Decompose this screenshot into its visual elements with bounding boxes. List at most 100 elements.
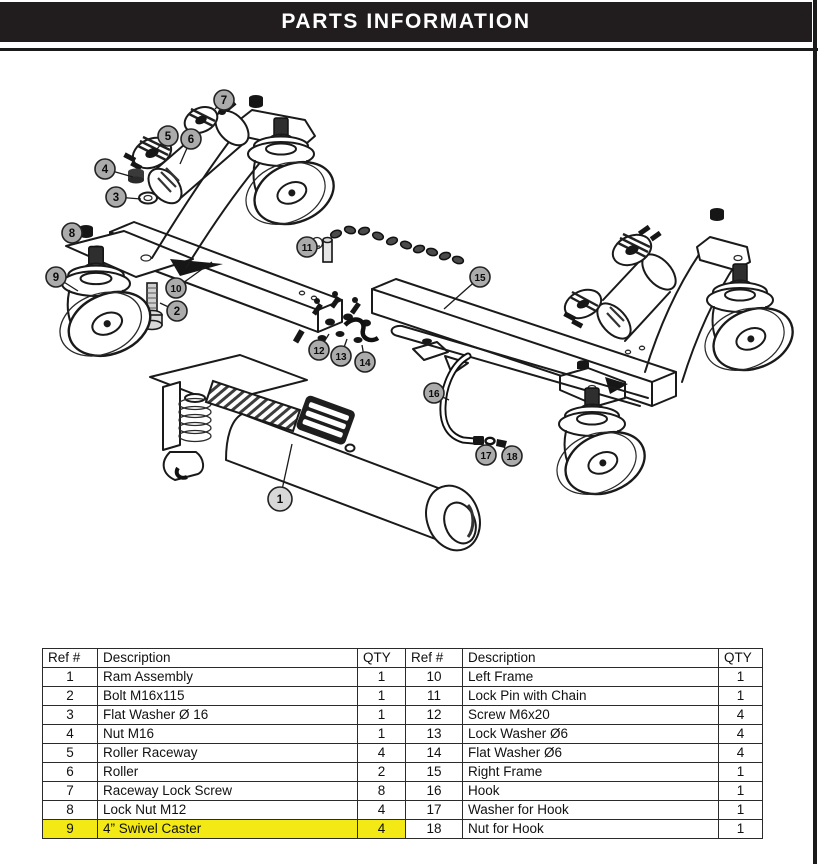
description-cell: Roller Raceway	[97, 743, 358, 763]
page-title: PARTS INFORMATION	[281, 10, 531, 33]
ref-cell: 1	[42, 667, 98, 687]
svg-text:1: 1	[277, 494, 284, 506]
callout-balloon-8	[61, 222, 83, 244]
ref-cell: 4	[42, 724, 98, 744]
description-cell: Nut for Hook	[462, 819, 719, 839]
flat-washer-icon	[138, 191, 158, 205]
ref-cell: 9	[42, 819, 98, 839]
callout-balloon-6	[180, 128, 202, 150]
ref-cell: 14	[405, 743, 463, 763]
nut-m16-icon	[128, 168, 144, 184]
callout-balloon-18	[501, 445, 523, 467]
svg-text:10: 10	[170, 284, 182, 295]
svg-text:4: 4	[102, 164, 109, 176]
arm-nut-icon	[249, 95, 263, 108]
description-cell: Bolt M16x115	[97, 686, 358, 706]
svg-text:5: 5	[165, 131, 172, 143]
description-cell: Right Frame	[462, 762, 719, 782]
col-header-desc-left: Description	[97, 648, 358, 668]
description-cell: Washer for Hook	[462, 800, 719, 820]
callout-balloon-16	[423, 382, 445, 404]
ref-cell: 18	[405, 819, 463, 839]
description-cell: Roller	[97, 762, 358, 782]
qty-cell: 1	[718, 686, 763, 706]
svg-text:2: 2	[174, 306, 180, 318]
ram-assembly	[149, 354, 481, 552]
callout-balloon-15	[469, 266, 491, 288]
svg-text:8: 8	[69, 228, 76, 240]
ref-cell: 8	[42, 800, 98, 820]
description-cell: Lock Pin with Chain	[462, 686, 719, 706]
svg-text:3: 3	[113, 192, 119, 204]
ref-cell: 6	[42, 762, 98, 782]
qty-cell: 1	[357, 667, 406, 687]
description-cell: Lock Washer Ø6	[462, 724, 719, 744]
qty-cell: 4	[718, 705, 763, 725]
qty-cell: 8	[357, 781, 406, 801]
qty-cell: 4	[718, 743, 763, 763]
svg-text:6: 6	[188, 134, 194, 146]
svg-text:17: 17	[480, 451, 492, 462]
description-cell: Screw M6x20	[462, 705, 719, 725]
qty-cell: 1	[357, 705, 406, 725]
roller-right	[596, 251, 677, 342]
qty-cell: 1	[718, 762, 763, 782]
header-rule	[0, 48, 818, 51]
qty-cell: 1	[357, 724, 406, 744]
svg-text:12: 12	[313, 346, 325, 357]
header-bar: PARTS INFORMATION	[0, 2, 812, 42]
callout-balloon-5	[157, 125, 179, 147]
col-header-desc-right: Description	[462, 648, 719, 668]
svg-text:13: 13	[335, 352, 347, 363]
col-header-ref-left: Ref #	[42, 648, 98, 668]
roller-raceway-left	[123, 100, 237, 171]
right-frame	[371, 208, 751, 407]
callout-balloon-10	[165, 277, 187, 299]
callout-balloon-9	[45, 266, 67, 288]
ref-cell: 13	[405, 724, 463, 744]
description-cell: Raceway Lock Screw	[97, 781, 358, 801]
col-header-qty-left: QTY	[357, 648, 406, 668]
qty-cell: 1	[718, 667, 763, 687]
col-header-qty-right: QTY	[718, 648, 763, 668]
svg-text:9: 9	[53, 272, 59, 284]
svg-text:15: 15	[474, 273, 486, 284]
page-right-border	[813, 0, 817, 864]
hook	[439, 352, 507, 448]
callout-balloon-13	[330, 345, 352, 367]
qty-cell: 4	[718, 724, 763, 744]
ref-cell: 12	[405, 705, 463, 725]
ref-cell: 15	[405, 762, 463, 782]
callout-balloon-14	[354, 351, 376, 373]
description-cell: Lock Nut M12	[97, 800, 358, 820]
callout-balloon-1	[267, 486, 293, 512]
table-header-row: Ref # Description QTY Ref # Description …	[42, 648, 763, 668]
description-cell: Ram Assembly	[97, 667, 358, 687]
qty-cell: 4	[357, 819, 406, 839]
qty-cell: 1	[718, 800, 763, 820]
description-cell: Nut M16	[97, 724, 358, 744]
description-cell: Flat Washer Ø6	[462, 743, 719, 763]
foot-pedal	[296, 395, 355, 445]
callout-balloon-17	[475, 444, 497, 466]
svg-text:7: 7	[221, 95, 227, 107]
svg-text:14: 14	[359, 358, 371, 369]
callout-balloon-12	[308, 339, 330, 361]
callout-balloon-2	[166, 300, 188, 322]
col-header-ref-right: Ref #	[405, 648, 463, 668]
callout-balloon-7	[213, 89, 235, 111]
roller-left	[147, 109, 250, 205]
svg-text:18: 18	[506, 452, 518, 463]
description-cell: Hook	[462, 781, 719, 801]
ref-cell: 17	[405, 800, 463, 820]
svg-text:16: 16	[428, 389, 440, 400]
